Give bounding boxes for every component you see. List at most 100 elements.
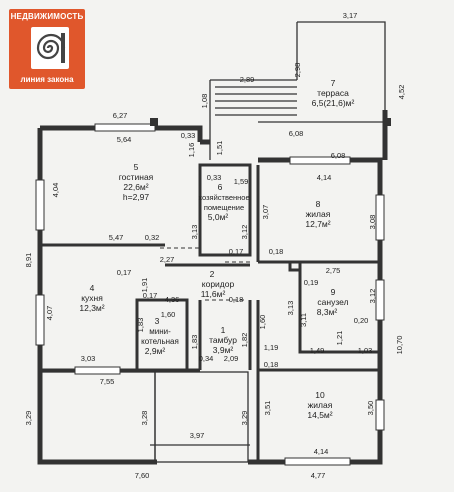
dim-label: 5,47	[109, 233, 124, 242]
dim-label: 3,97	[190, 431, 205, 440]
dim-label: 1,59	[234, 177, 249, 186]
room-10-area: 14,5м²	[307, 410, 332, 420]
room-6-name-a: хозяйственное	[198, 193, 249, 202]
dim-label: 0,18	[269, 247, 284, 256]
dim-label: 3,29	[24, 411, 33, 426]
dim-label: 1,19	[264, 343, 279, 352]
doors	[150, 247, 250, 301]
dim-label: 0,34	[199, 354, 214, 363]
room-5-extra: h=2,97	[123, 192, 150, 202]
dim-label: 3,12	[368, 289, 377, 304]
dim-label: 3,50	[366, 401, 375, 416]
room-6-num: 6	[218, 182, 223, 192]
room-1-num: 1	[221, 325, 226, 335]
dim-label: 3,17	[343, 11, 358, 20]
dim-label: 6,08	[289, 129, 304, 138]
dim-label: 4,52	[397, 85, 406, 100]
dim-label: 3,08	[368, 215, 377, 230]
dim-label: 3,13	[190, 225, 199, 240]
room-2-name: коридор	[202, 279, 235, 289]
dim-label: 4,14	[314, 447, 329, 456]
room-6-area: 5,0м²	[208, 212, 229, 222]
dim-label: 1,21	[335, 331, 344, 346]
dim-label: 3,51	[263, 401, 272, 416]
dim-label: 0,19	[304, 278, 319, 287]
room-5-name: гостиная	[119, 172, 154, 182]
dim-label: 3,07	[261, 205, 270, 220]
dim-label: 10,70	[395, 336, 404, 355]
dim-label: 0,32	[145, 233, 160, 242]
inner-walls	[40, 163, 380, 462]
dim-label: 1,60	[161, 310, 176, 319]
dim-label: 0,33	[181, 131, 196, 140]
dim-label: 5,64	[117, 135, 132, 144]
room-8-name: жилая	[306, 209, 331, 219]
room-9-area: 8,3м²	[317, 307, 338, 317]
room-6-name-b: помещение	[204, 203, 244, 212]
dim-label: 1,82	[240, 333, 249, 348]
room-3-area: 2,9м²	[145, 346, 166, 356]
dim-label: 2,09	[224, 354, 239, 363]
dim-label: 2,89	[240, 75, 255, 84]
dim-label: 3,12	[240, 225, 249, 240]
room-9-num: 9	[331, 287, 336, 297]
room-10-num: 10	[315, 390, 325, 400]
dim-label: 4,14	[317, 173, 332, 182]
dim-label: 1,83	[190, 335, 199, 350]
dim-label: 0,33	[207, 173, 222, 182]
room-4-name: кухня	[81, 293, 103, 303]
dim-label: 1,08	[200, 94, 209, 109]
dim-label: 1,91	[140, 278, 149, 293]
dim-label: 0,18	[229, 295, 244, 304]
dim-label: 0,17	[117, 268, 132, 277]
dim-label: 3,13	[286, 301, 295, 316]
logo-line1: НЕДВИЖИМОСТЬ	[10, 12, 84, 21]
room-2-num: 2	[210, 269, 215, 279]
dim-label: 1,49	[310, 346, 325, 355]
dim-label: 7,55	[100, 377, 115, 386]
dim-label: 8,91	[24, 253, 33, 268]
room-4-num: 4	[90, 283, 95, 293]
dim-label: 3,29	[240, 411, 249, 426]
dim-label: 1,16	[187, 143, 196, 158]
room-4-area: 12,3м²	[79, 303, 104, 313]
dim-label: 1,83	[136, 318, 145, 333]
room-1-name: тамбур	[209, 335, 237, 345]
dim-label: 1,51	[215, 141, 224, 156]
room-8-num: 8	[316, 199, 321, 209]
dim-label: 4,36	[165, 295, 180, 304]
spiral-icon	[36, 33, 66, 63]
dim-label: 2,98	[293, 63, 302, 78]
dim-label: 2,27	[160, 255, 175, 264]
dim-label: 4,77	[311, 471, 326, 480]
room-3-num: 3	[155, 316, 160, 326]
pillar	[150, 118, 158, 126]
terrace	[39, 21, 386, 463]
room-3-name-a: мини-	[149, 327, 171, 336]
dim-label: 1,03	[358, 346, 373, 355]
dim-label: 2,75	[326, 266, 341, 275]
dim-label: 0,17	[229, 247, 244, 256]
dim-label: 3,11	[299, 313, 308, 327]
dim-label: 3,28	[140, 411, 149, 426]
room-2-area: 11,6м²	[201, 289, 226, 299]
room-5-num: 5	[134, 162, 139, 172]
room-labels: 1 тамбур 3,9м² 2 коридор 11,6м² 3 мини- …	[79, 78, 354, 420]
dimension-labels: 3,17 2,98 4,52 2,89 1,08 6,27 5,64 0,33 …	[24, 11, 406, 480]
dim-label: 3,03	[81, 354, 96, 363]
dim-label: 6,27	[113, 111, 128, 120]
room-7-area: 6,5(21,6)м²	[312, 98, 355, 108]
room-8-area: 12,7м²	[305, 219, 330, 229]
room-1-area: 3,9м²	[213, 345, 234, 355]
room-3-name-b: котельная	[141, 337, 179, 346]
dim-label: 0,20	[354, 316, 369, 325]
dim-label: 4,07	[45, 306, 54, 321]
dim-label: 0,17	[143, 291, 158, 300]
dim-label: 4,04	[51, 183, 60, 198]
room-7-name: терраса	[317, 88, 349, 98]
pillar	[383, 118, 391, 126]
logo-line2: линия закона	[20, 75, 74, 84]
logo: НЕДВИЖИМОСТЬ линия закона	[9, 9, 85, 89]
room-5-area: 22,6м²	[123, 182, 148, 192]
